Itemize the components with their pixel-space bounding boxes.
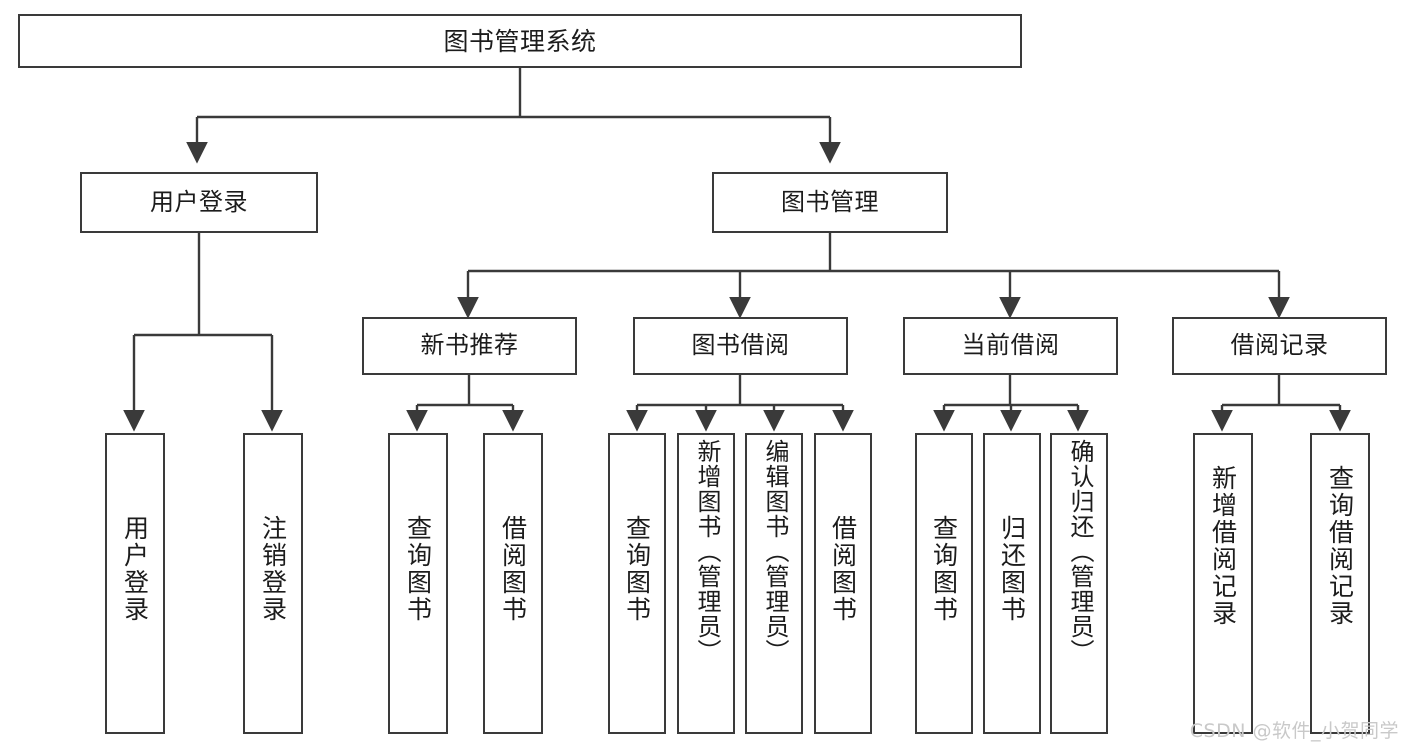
- node-label: 用户登录: [120, 515, 150, 623]
- node-label: 借阅图书: [498, 515, 528, 623]
- node-new-book-recommend[interactable]: 新书推荐: [362, 317, 577, 375]
- node-label: 图书借阅: [691, 331, 790, 360]
- node-label: 编辑图书（管理员）: [760, 439, 789, 664]
- node-label: 查询借阅记录: [1325, 465, 1355, 627]
- node-borrow-record[interactable]: 借阅记录: [1172, 317, 1387, 375]
- node-label: 当前借阅: [961, 331, 1060, 360]
- node-leaf-return-book[interactable]: 归还图书: [983, 433, 1041, 734]
- node-leaf-query-book-3[interactable]: 查询图书: [915, 433, 973, 734]
- csdn-watermark: CSDN @软件_小贺同学: [1189, 720, 1399, 742]
- node-label: 用户登录: [150, 187, 248, 216]
- node-leaf-query-book-1[interactable]: 查询图书: [388, 433, 448, 734]
- node-label: 图书管理: [781, 187, 879, 216]
- node-leaf-edit-book[interactable]: 编辑图书（管理员）: [745, 433, 803, 734]
- node-label: 新增借阅记录: [1208, 465, 1238, 627]
- node-label: 借阅图书: [828, 515, 858, 623]
- node-leaf-user-logout[interactable]: 注销登录: [243, 433, 303, 734]
- node-book-borrow[interactable]: 图书借阅: [633, 317, 848, 375]
- node-label: 查询图书: [403, 515, 433, 623]
- node-leaf-user-login[interactable]: 用户登录: [105, 433, 165, 734]
- node-label: 确认归还（管理员）: [1065, 439, 1094, 664]
- node-leaf-borrow-book-2[interactable]: 借阅图书: [814, 433, 872, 734]
- node-label: 借阅记录: [1230, 331, 1329, 360]
- node-user-login[interactable]: 用户登录: [80, 172, 318, 233]
- node-leaf-confirm-return[interactable]: 确认归还（管理员）: [1050, 433, 1108, 734]
- node-label: 图书管理系统: [443, 26, 597, 56]
- node-label: 查询图书: [622, 515, 652, 623]
- node-leaf-borrow-book-1[interactable]: 借阅图书: [483, 433, 543, 734]
- node-label: 查询图书: [929, 515, 959, 623]
- node-label: 新书推荐: [420, 331, 519, 360]
- node-leaf-add-record[interactable]: 新增借阅记录: [1193, 433, 1253, 734]
- node-label: 新增图书（管理员）: [692, 439, 721, 664]
- node-root-system[interactable]: 图书管理系统: [18, 14, 1022, 68]
- node-leaf-query-record[interactable]: 查询借阅记录: [1310, 433, 1370, 734]
- node-label: 归还图书: [997, 515, 1027, 623]
- node-leaf-query-book-2[interactable]: 查询图书: [608, 433, 666, 734]
- node-book-management[interactable]: 图书管理: [712, 172, 948, 233]
- node-label: 注销登录: [258, 515, 288, 623]
- node-current-borrow[interactable]: 当前借阅: [903, 317, 1118, 375]
- node-leaf-add-book[interactable]: 新增图书（管理员）: [677, 433, 735, 734]
